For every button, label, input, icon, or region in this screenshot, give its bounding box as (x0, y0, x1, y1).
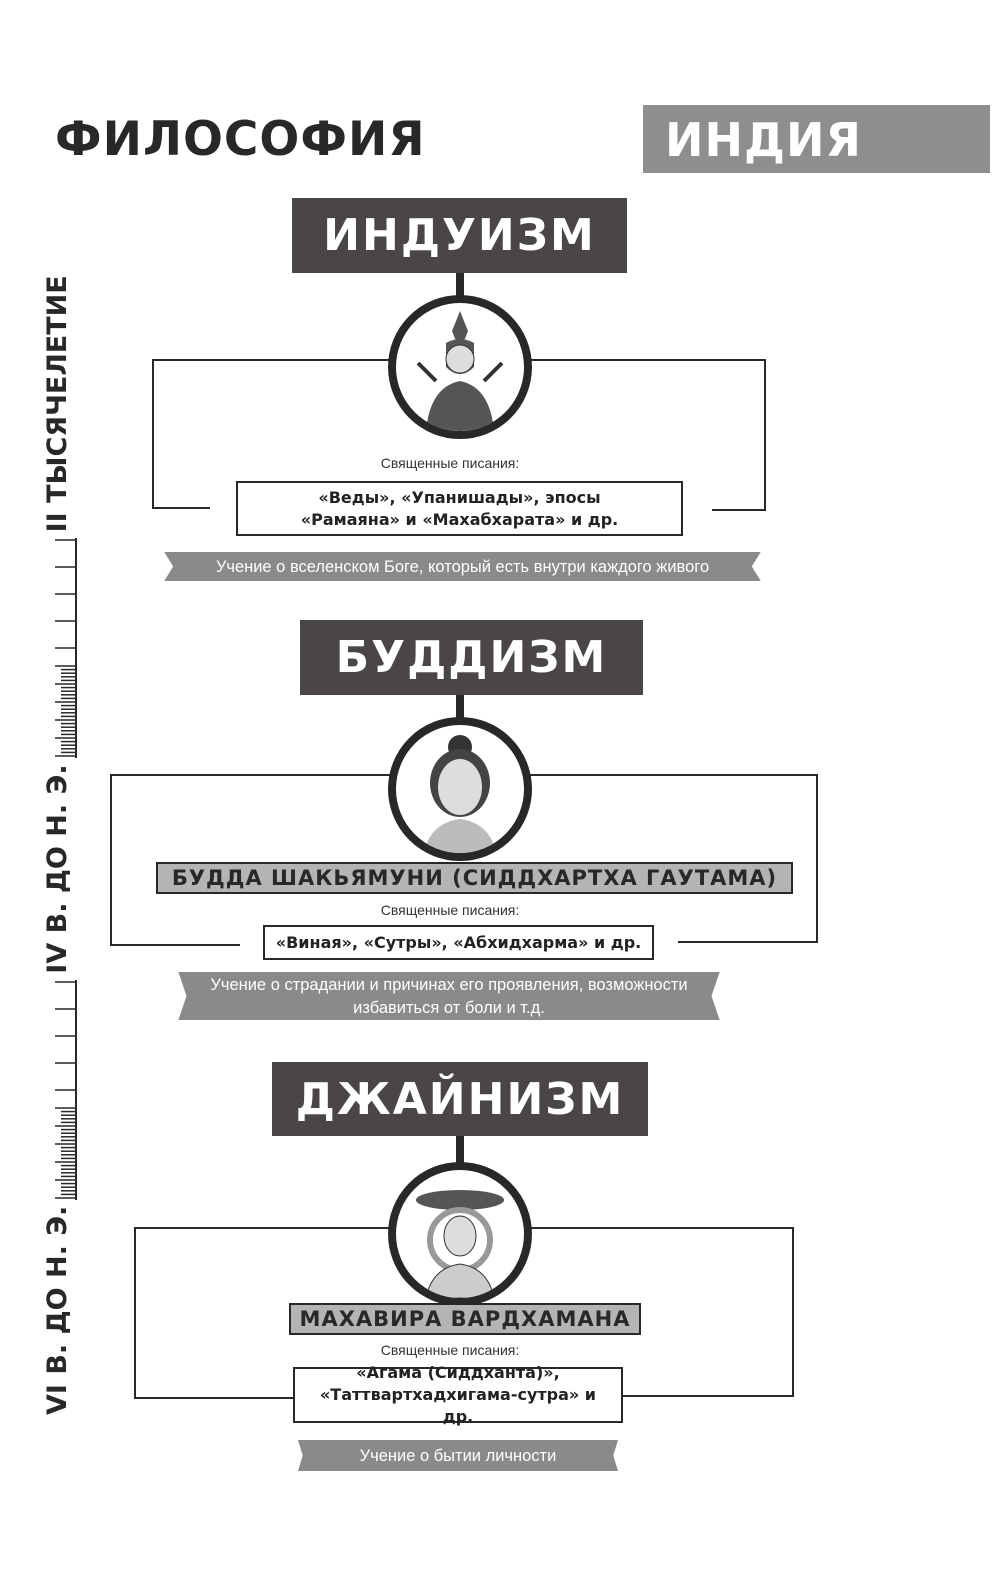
bracket-line (152, 359, 392, 361)
timeline-middle: IV В. ДО Н. Э. (41, 764, 73, 974)
teaching-banner: Учение о бытии личности (297, 1440, 619, 1471)
section-title-jainism: ДЖАЙНИЗМ (272, 1062, 648, 1136)
page-title: ФИЛОСОФИЯ (55, 112, 426, 167)
bracket-line (134, 1227, 136, 1399)
connector (456, 273, 464, 299)
bracket-line (712, 509, 766, 511)
connector (456, 695, 464, 719)
bracket-line (678, 941, 818, 943)
bracket-line (528, 359, 766, 361)
bracket-line (110, 774, 112, 946)
scripture-box: «Агама (Сиддханта)», «Таттвартхадхигама-… (293, 1363, 623, 1426)
scripture-label: Священные писания: (380, 902, 520, 918)
bracket-line (134, 1397, 293, 1399)
portrait-buddha (388, 717, 532, 861)
bracket-line (792, 1227, 794, 1397)
timeline-end: II ТЫСЯЧЕЛЕТИЕ (41, 275, 73, 533)
bracket-line (152, 359, 154, 509)
bracket-line (764, 359, 766, 511)
bracket-line (528, 774, 818, 776)
bracket-line (623, 1395, 794, 1397)
scripture-label: Священные писания: (380, 1342, 520, 1358)
scripture-box: «Виная», «Сутры», «Абхидхарма» и др. (263, 925, 654, 960)
timeline-start: VI В. ДО Н. Э. (41, 1205, 73, 1415)
timeline: VI В. ДО Н. Э. IV В. ДО Н. Э. II ТЫСЯЧЕЛ… (37, 265, 77, 1415)
section-title-buddhism: БУДДИЗМ (300, 620, 643, 695)
bracket-line (152, 507, 210, 509)
bracket-line (528, 1227, 794, 1229)
deity-portrait-shiva (388, 295, 532, 439)
section-title-hinduism: ИНДУИЗМ (292, 198, 627, 273)
founder-name: МАХАВИРА ВАРДХАМАНА (289, 1303, 641, 1335)
portrait-mahavira (388, 1162, 532, 1306)
timeline-ticks (55, 979, 77, 1200)
founder-name: БУДДА ШАКЬЯМУНИ (СИДДХАРТХА ГАУТАМА) (156, 862, 793, 894)
bracket-line (134, 1227, 392, 1229)
bracket-line (110, 944, 240, 946)
country-label: ИНДИЯ (643, 105, 990, 173)
timeline-ticks (55, 538, 77, 759)
teaching-banner: Учение о вселенском Боге, который есть в… (164, 552, 761, 581)
teaching-banner: Учение о страдании и причинах его проявл… (178, 972, 720, 1020)
bracket-line (110, 774, 392, 776)
scripture-label: Священные писания: (380, 455, 520, 471)
connector (456, 1136, 464, 1166)
bracket-line (816, 774, 818, 943)
scripture-box: «Веды», «Упанишады», эпосы «Рамаяна» и «… (236, 481, 683, 536)
